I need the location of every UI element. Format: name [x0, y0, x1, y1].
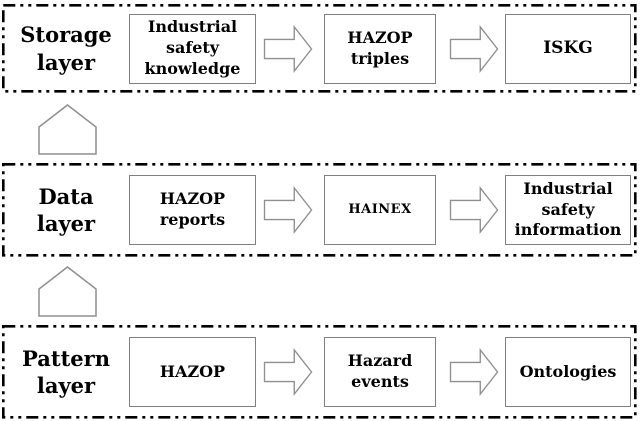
node-hazop-reports: HAZOP reports	[129, 175, 256, 245]
layer-label-storage: Storage layer	[20, 22, 112, 75]
flow-arrow-icon	[449, 24, 499, 73]
layer-band-storage: Storage layer Industrial safety knowledg…	[2, 4, 637, 93]
layer-band-pattern: Pattern layer HAZOP Hazard events Ontolo…	[2, 325, 637, 419]
node-hainex: HAINEX	[324, 175, 436, 245]
flow-arrow-icon	[449, 348, 499, 396]
flow-arrow-icon	[263, 348, 313, 396]
node-industrial-safety-information: Industrial safety information	[505, 175, 631, 245]
dash-dot-border	[2, 163, 637, 257]
node-hazop: HAZOP	[129, 337, 256, 407]
node-ontologies: Ontologies	[505, 337, 631, 407]
node-industrial-safety-knowledge: Industrial safety knowledge	[129, 13, 256, 84]
up-arrow-icon	[38, 266, 97, 317]
node-hazard-events: Hazard events	[324, 337, 436, 407]
node-hazop-triples: HAZOP triples	[324, 13, 436, 84]
dash-dot-border	[2, 4, 637, 93]
dash-dot-border	[2, 325, 637, 419]
layer-band-data: Data layer HAZOP reports HAINEX Industri…	[2, 163, 637, 257]
layer-label-pattern: Pattern layer	[22, 345, 110, 398]
flow-arrow-icon	[449, 186, 499, 234]
up-arrow-icon	[38, 104, 97, 155]
flow-arrow-icon	[263, 24, 313, 73]
flow-arrow-icon	[263, 186, 313, 234]
node-iskg: ISKG	[505, 13, 631, 84]
layer-label-data: Data layer	[36, 183, 96, 236]
